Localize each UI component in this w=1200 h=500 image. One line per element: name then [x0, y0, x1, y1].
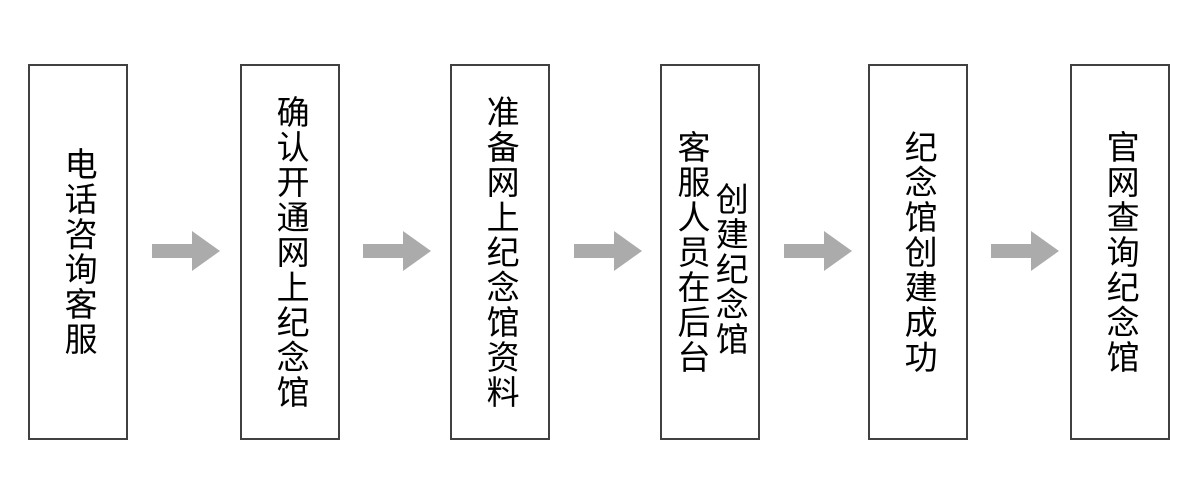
flow-node-query-memorial-on-official-site[interactable]: 官网查询纪念馆 [1070, 64, 1170, 440]
flow-node-label: 电话咨询客服 [59, 147, 99, 357]
flow-node-label: 准备网上纪念馆资料 [481, 94, 521, 410]
flow-node-confirm-open-online-memorial[interactable]: 确认开通网上纪念馆 [240, 64, 340, 440]
flow-node-label: 确认开通网上纪念馆 [271, 94, 311, 410]
flow-node-memorial-created-successfully[interactable]: 纪念馆创建成功 [868, 64, 968, 440]
flow-node-prepare-memorial-materials[interactable]: 准备网上纪念馆资料 [450, 64, 550, 440]
flow-node-label: 纪念馆创建成功 [899, 129, 939, 375]
flow-node-label-column-2: 创建纪念馆 [710, 181, 750, 357]
flow-arrow-right-icon [574, 231, 642, 271]
flow-node-label-column-1: 客服人员在后台 [672, 129, 711, 375]
flow-node-staff-creates-memorial-backend[interactable]: 客服人员在后台 创建纪念馆 [660, 64, 760, 440]
flow-arrow-right-icon [152, 231, 220, 271]
flow-node-label: 官网查询纪念馆 [1101, 129, 1141, 375]
flow-node-phone-consult-service[interactable]: 电话咨询客服 [28, 64, 128, 440]
flow-arrow-right-icon [363, 231, 431, 271]
flow-arrow-right-icon [784, 231, 852, 271]
flow-arrow-right-icon [991, 231, 1059, 271]
